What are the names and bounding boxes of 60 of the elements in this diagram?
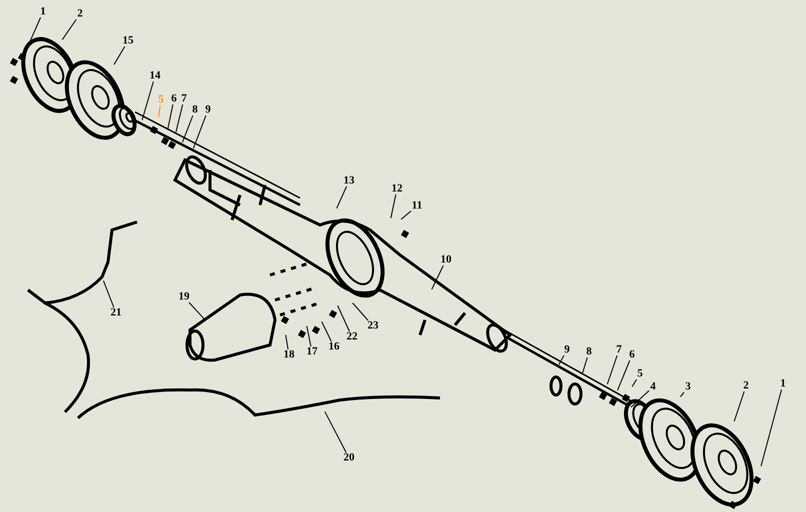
callout-number: 16 (328, 342, 340, 352)
leader-line (158, 105, 161, 118)
leader-line (760, 389, 782, 467)
callout-number: 10 (440, 254, 452, 266)
leader-line (188, 302, 205, 320)
leader-line (337, 305, 350, 332)
callout-number: 20 (342, 452, 356, 464)
callout-number: 8 (191, 104, 199, 116)
callout-number: 22 (346, 332, 358, 342)
callout-number: 8 (585, 346, 593, 358)
leader-line (558, 355, 564, 365)
leader-line (175, 104, 184, 133)
callout-number: 23 (366, 320, 380, 332)
callout-number: 12 (390, 184, 404, 194)
leader-line (324, 411, 347, 453)
leader-line (142, 81, 154, 121)
leader-line (606, 355, 618, 385)
callout-number: 9 (204, 104, 212, 116)
callout-number: 7 (180, 94, 188, 104)
leader-line (431, 265, 444, 290)
callout-number: 7 (615, 344, 623, 356)
callout-number: 13 (342, 176, 356, 186)
callout-number: 5 (636, 368, 644, 380)
leader-line (734, 391, 745, 422)
callout-number: 3 (684, 382, 692, 392)
leader-line (285, 334, 289, 350)
callout-number: 17 (306, 346, 318, 358)
callout-number: 18 (282, 350, 296, 360)
leader-line (352, 302, 369, 321)
callout-number: 15 (122, 36, 134, 46)
leader-line (582, 357, 588, 375)
leader-line (321, 321, 332, 342)
callout-number: 11 (410, 200, 424, 212)
callout-number: 2 (76, 8, 84, 20)
leader-line (29, 17, 42, 43)
callout-number: 6 (628, 350, 636, 360)
callout-number: 19 (178, 292, 190, 302)
leader-line (62, 19, 77, 40)
callout-number: 5 (157, 94, 165, 106)
leader-line (167, 104, 174, 130)
callout-number: 21 (110, 308, 122, 318)
leader-line (114, 46, 126, 66)
leader-line (390, 194, 396, 219)
callout-number: 4 (649, 382, 657, 392)
callout-number: 1 (39, 6, 47, 18)
leader-line (192, 115, 206, 149)
leader-line (182, 115, 194, 143)
callout-number: 2 (742, 380, 750, 392)
leader-line (102, 280, 114, 308)
leader-line (617, 360, 630, 391)
leader-line (632, 379, 638, 388)
callout-number: 9 (563, 344, 571, 356)
leader-line (400, 210, 412, 220)
callout-number: 14 (148, 70, 162, 82)
callout-number: 1 (779, 378, 787, 390)
leader-line (630, 390, 650, 408)
callout-number: 6 (170, 94, 178, 104)
leader-line (336, 186, 348, 209)
leader-line (306, 325, 312, 347)
leader-line (680, 392, 684, 398)
